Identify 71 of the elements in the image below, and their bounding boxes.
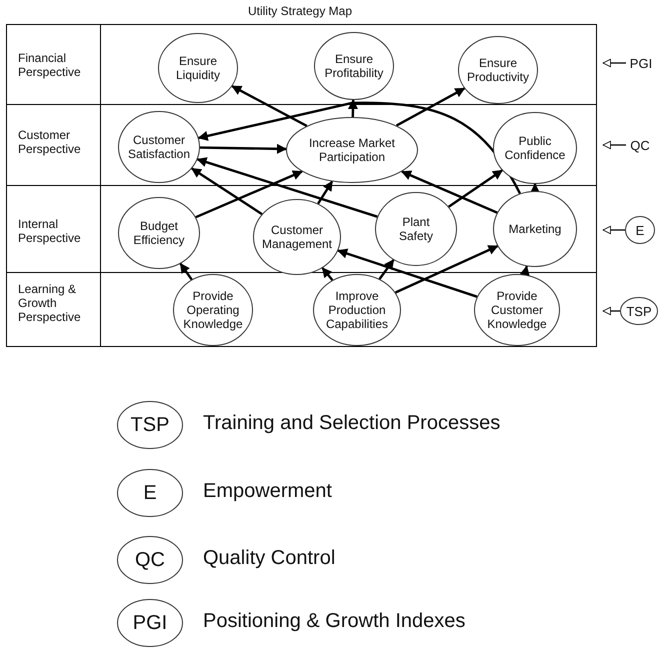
node-text: QC xyxy=(134,548,166,572)
arrow xyxy=(348,99,358,118)
node-text: Public Confidence xyxy=(504,134,566,162)
arrow xyxy=(395,245,498,294)
arrow xyxy=(198,102,522,194)
objective-ellipse xyxy=(118,197,200,269)
arrow xyxy=(520,265,530,276)
perspective-label: Financial Perspective xyxy=(18,51,82,79)
objective-ellipse xyxy=(173,274,253,346)
node-text: Customer Satisfaction xyxy=(126,133,192,161)
legend-symbol xyxy=(117,599,183,647)
node-text: Budget Efficiency xyxy=(132,219,186,247)
arrow xyxy=(200,144,287,154)
arrow xyxy=(401,170,498,214)
objective-ellipse xyxy=(375,192,457,266)
objective-ellipse xyxy=(493,191,577,267)
arrow xyxy=(180,262,193,280)
node-text: Customer Management xyxy=(260,223,334,251)
legend-symbol xyxy=(117,401,183,449)
node-text: TSP xyxy=(130,414,170,436)
node-text: Increase Market Participation xyxy=(308,136,396,164)
objective-ellipse xyxy=(286,117,418,183)
legend-symbol xyxy=(117,536,183,584)
arrow xyxy=(396,87,466,127)
node-text: PGI xyxy=(132,612,168,634)
node-text: Provide Customer Knowledge xyxy=(486,289,548,331)
arrow xyxy=(317,180,334,204)
objective-ellipse xyxy=(313,274,401,346)
arrow xyxy=(448,169,503,208)
index-label: QC xyxy=(628,137,652,153)
pointer-arrow xyxy=(602,140,626,150)
objective-ellipse xyxy=(314,32,394,100)
index-marker xyxy=(625,216,655,244)
node-text: TSP xyxy=(625,304,653,318)
arrow xyxy=(322,267,334,281)
node-text: Plant Safety xyxy=(398,215,434,243)
node-text: Ensure Liquidity xyxy=(174,54,222,82)
arrow xyxy=(530,183,540,194)
objective-ellipse xyxy=(458,36,538,104)
legend-text: Positioning & Growth Indexes xyxy=(203,609,466,633)
legend-text: Training and Selection Processes xyxy=(203,411,500,435)
perspective-label: Customer Perspective xyxy=(18,128,82,156)
objective-ellipse xyxy=(118,111,200,183)
node-text: Provide Operating Knowledge xyxy=(182,289,244,331)
pointer-arrow xyxy=(602,226,625,234)
legend-text: Quality Control xyxy=(203,546,336,570)
objective-ellipse xyxy=(474,274,560,346)
arrow xyxy=(231,85,308,127)
perspective-label: Learning & Growth Perspective xyxy=(18,282,82,324)
objective-ellipse xyxy=(158,33,238,103)
legend-symbol xyxy=(117,469,183,517)
arrow xyxy=(195,170,303,218)
legend-text: Empowerment xyxy=(203,479,332,503)
arrow xyxy=(196,157,378,218)
node-text: Marketing xyxy=(508,222,562,236)
arrow xyxy=(337,248,478,298)
node-text: E xyxy=(634,222,646,238)
objective-ellipse xyxy=(253,199,341,275)
node-text: Improve Production Capabilities xyxy=(324,289,390,331)
arrow xyxy=(191,168,263,216)
index-marker xyxy=(620,297,658,325)
perspective-label: Internal Perspective xyxy=(18,217,82,245)
pointer-arrow xyxy=(602,58,626,68)
node-text: Ensure Productivity xyxy=(466,56,530,84)
node-text: Ensure Profitability xyxy=(324,52,384,80)
index-label: PGI xyxy=(628,55,654,71)
node-text: E xyxy=(142,482,158,504)
diagram-title: Utility Strategy Map xyxy=(246,4,354,18)
objective-ellipse xyxy=(493,112,577,184)
arrow xyxy=(378,259,394,280)
pointer-arrow xyxy=(602,306,620,316)
